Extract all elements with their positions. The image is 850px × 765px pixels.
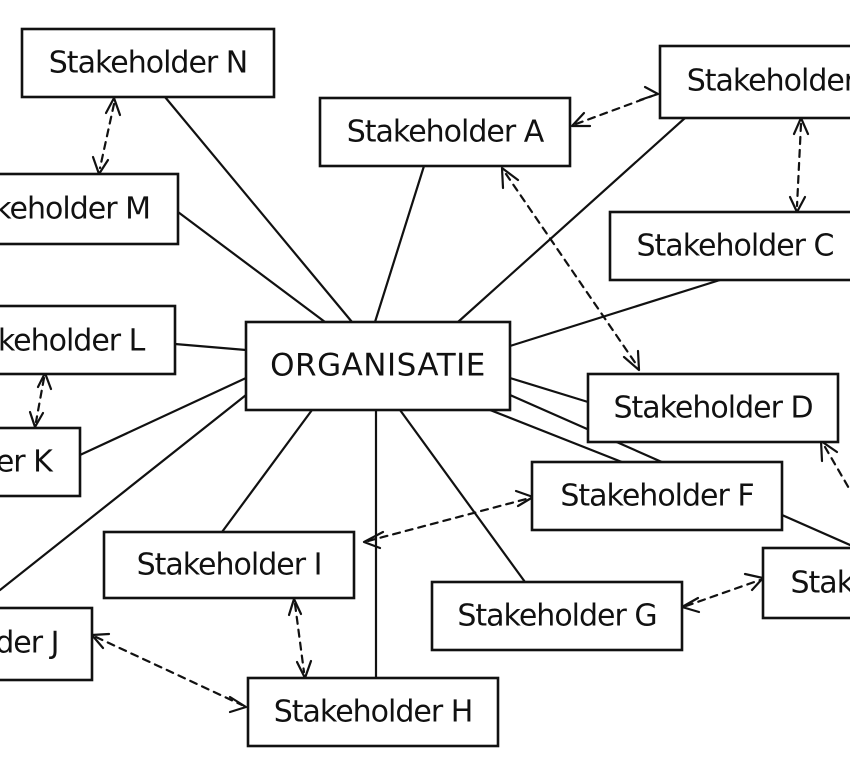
stakeholder-c-box: Stakeholder C: [608, 210, 850, 282]
link-d: [508, 376, 590, 404]
relation-a-d: [500, 166, 641, 372]
stakeholder-h-label: Stakeholder H: [274, 695, 473, 730]
organisatie-label: ORGANISATIE: [270, 348, 486, 384]
relation-g-e: [680, 572, 765, 614]
stakeholder-g-label: Stakeholder G: [457, 599, 656, 634]
stakeholder-f-label: Stakeholder F: [560, 479, 753, 514]
stakeholder-j-label: Stakeholder J: [0, 626, 58, 661]
link-j: [0, 393, 248, 592]
stakeholder-f-box: Stakeholder F: [530, 460, 784, 532]
stakeholder-n-label: Stakeholder N: [49, 46, 247, 81]
stakeholder-l-box: Stakeholder L: [0, 304, 177, 376]
stakeholder-k-label: Stakeholder K: [0, 445, 54, 480]
relation-i-h: [287, 597, 313, 680]
stakeholder-l-label: Stakeholder L: [0, 324, 146, 359]
link-a: [373, 164, 426, 324]
stakeholder-i-label: Stakeholder I: [137, 548, 322, 583]
link-f: [488, 408, 634, 468]
link-g: [398, 408, 527, 584]
link-i: [220, 408, 314, 534]
stakeholder-a-box: Stakeholder A: [318, 96, 572, 168]
link-n: [163, 95, 354, 324]
stakeholder-b-label: Stakeholder B: [687, 64, 850, 99]
link-c: [508, 278, 722, 348]
stakeholder-c-label: Stakeholder C: [637, 229, 834, 264]
stakeholder-e-box: Stakeholder E: [761, 546, 850, 620]
relation-f-i: [362, 489, 535, 550]
relation-d-e: [819, 439, 850, 492]
stakeholder-k-box: Stakeholder K: [0, 426, 82, 498]
stakeholder-i-box: Stakeholder I: [102, 530, 356, 600]
stakeholder-g-box: Stakeholder G: [430, 580, 684, 652]
link-l: [173, 342, 248, 352]
stakeholder-a-label: Stakeholder A: [347, 115, 545, 150]
relation-lines: [28, 85, 850, 714]
relation-a-b: [570, 85, 660, 128]
stakeholder-j-box: Stakeholder J: [0, 606, 94, 682]
organisatie-box: ORGANISATIE: [244, 320, 512, 412]
relation-j-h: [90, 632, 248, 714]
stakeholder-m-box: Stakeholder M: [0, 172, 180, 246]
stakeholder-h-box: Stakeholder H: [246, 676, 500, 748]
relation-n-m: [91, 96, 122, 176]
stakeholder-b-box: Stakeholder B: [658, 44, 850, 120]
stakeholder-n-box: Stakeholder N: [20, 27, 276, 99]
link-k: [78, 376, 248, 457]
relation-l-k: [28, 371, 53, 429]
stakeholder-m-label: Stakeholder M: [0, 192, 150, 227]
link-b: [456, 116, 687, 324]
relation-b-c: [788, 116, 810, 214]
link-m: [176, 210, 327, 324]
stakeholder-e-label: Stakeholder E: [791, 566, 850, 601]
stakeholder-d-box: Stakeholder D: [586, 372, 840, 444]
stakeholder-d-label: Stakeholder D: [613, 391, 812, 426]
